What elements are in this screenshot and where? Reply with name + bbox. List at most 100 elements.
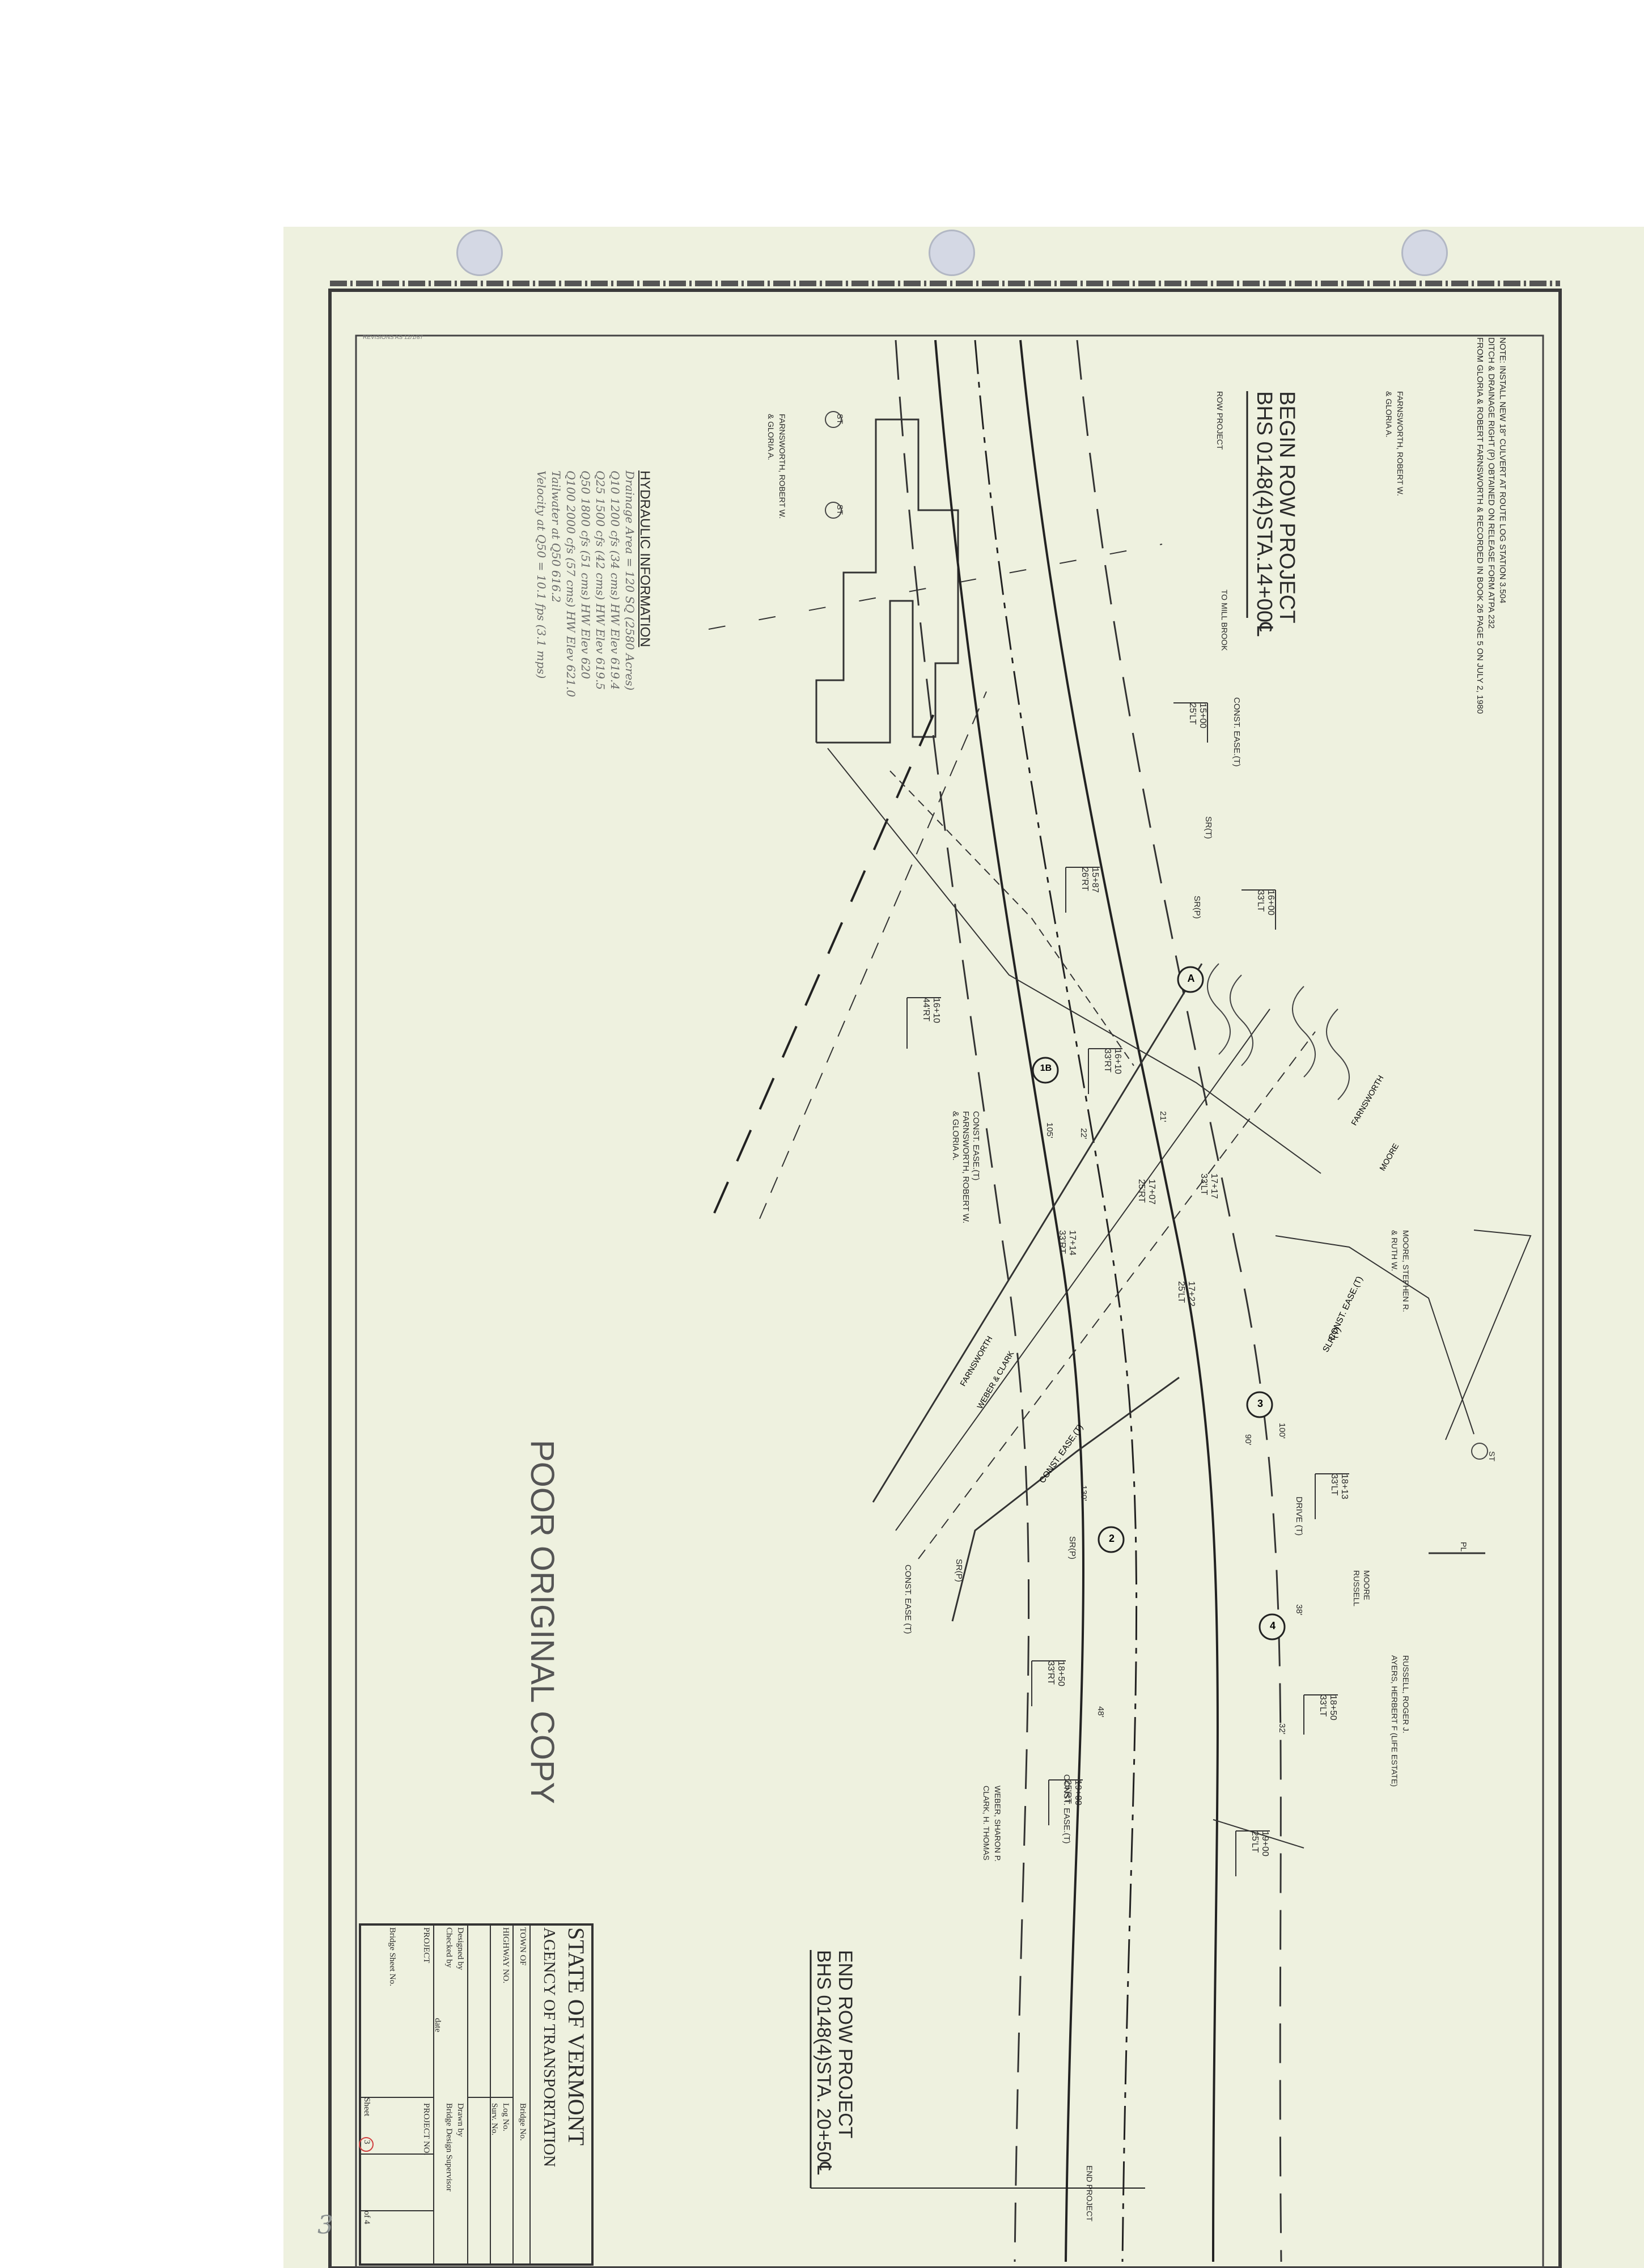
label-drive-t: DRIVE (T) (1294, 1497, 1304, 1536)
title-checked-by: Checked by (444, 1927, 454, 1968)
note-block: NOTE: INSTALL NEW 18" CULVERT AT ROUTE L… (1474, 337, 1508, 714)
circle-marker-2 (1098, 1526, 1125, 1553)
note-line-2: DITCH & DRAINAGE RIGHT (P) OBTAINED ON R… (1486, 337, 1496, 629)
begin-row-title: BEGIN ROW PROJECT (1275, 391, 1299, 624)
water-line (708, 544, 1163, 630)
label-const-ease-4: CONST. EASE (T) (903, 1565, 913, 1634)
title-town-of: TOWN OF (518, 1927, 527, 1966)
row-line-left (895, 340, 1030, 2262)
title-survey-no: Surv. No. (490, 2103, 499, 2135)
road-edge-right (1019, 340, 1219, 2262)
dim-48: 48' (1096, 1706, 1105, 1718)
label-const-ease-2: CONST. EASE.(T) (971, 1111, 981, 1181)
begin-row-project: BEGIN ROW PROJECT BHS 0148(4)STA.14+00℄ (1252, 391, 1299, 637)
label-st-3: ST (836, 505, 845, 515)
top-left-small-note: REVISIONS AS 12/1/87 (363, 334, 423, 341)
circle-label-2: 2 (1108, 1533, 1115, 1544)
title-highway-no: HIGHWAY NO. (501, 1927, 510, 1983)
circle-label-3: 3 (1257, 1398, 1263, 1409)
ease-line-3 (951, 1376, 1180, 1622)
outer-border (328, 289, 1562, 2268)
red-circle-mark (359, 2137, 374, 2152)
row-line-right (1076, 340, 1282, 2262)
circle-label-a: A (1187, 973, 1195, 984)
title-bridge-design-supervisor: Bridge Design Supervisor (444, 2103, 454, 2191)
punch-hole-middle (929, 230, 975, 276)
dim-38: 38' (1294, 1604, 1304, 1616)
tree-symbols (825, 411, 1488, 1460)
punch-hole-left (456, 230, 503, 276)
title-date: date (433, 2018, 442, 2032)
end-row-title: END ROW PROJECT (834, 1950, 856, 2139)
moore-russell-label: MOORE RUSSELL (1352, 1570, 1371, 1606)
label-sr-p-3: SR(P) (1067, 1536, 1077, 1559)
note-line-1: NOTE: INSTALL NEW 18" CULVERT AT ROUTE L… (1498, 337, 1507, 604)
label-row-project: ROW PROJECT (1215, 391, 1224, 450)
road-centerline (974, 340, 1138, 2262)
title-block-frame (359, 1923, 594, 2266)
label-sr-p-1: SR(P) (1192, 896, 1202, 919)
owner-moore: MOORE, STEPHEN R. & RUTH W. (1390, 1230, 1410, 1312)
bottom-left-mark: 3 (317, 2211, 333, 2240)
hydraulic-title: HYDRAULIC INFORMATION (637, 470, 652, 647)
moore-line (1445, 1230, 1532, 1440)
owner-farnsworth-left: FARNSWORTH, ROBERT W. & GLORIA A. (766, 414, 787, 519)
label-sr-p-2: SR(P) (954, 1559, 964, 1582)
building-outline (815, 418, 959, 744)
circle-marker-a (1177, 966, 1204, 993)
label-const-ease-1: CONST. EASE.(T) (1232, 697, 1242, 767)
punch-hole-right (1401, 230, 1448, 276)
dim-90: 90' (1243, 1434, 1253, 1445)
title-designed-by: Designed by (456, 1927, 465, 1970)
end-row-project: END ROW PROJECT BHS 0148(4)STA. 20+50℄ (813, 1950, 856, 2174)
drawing-sheet (283, 227, 1644, 2268)
label-to-mill-brook: TO MILL BROOK (1220, 590, 1229, 651)
label-st-2: ST (836, 414, 845, 424)
dim-105: 105' (1045, 1122, 1054, 1138)
diag-dash-1 (713, 697, 942, 1214)
end-row-station: BHS 0148(4)STA. 20+50℄ (813, 1950, 834, 2175)
diag-line-5 (918, 1031, 1316, 1559)
circle-marker-4 (1259, 1613, 1286, 1640)
diag-line-3 (872, 963, 1203, 1503)
poor-original-copy-stamp: POOR ORIGINAL COPY (524, 1440, 561, 1804)
label-pl: PL (1459, 1542, 1468, 1552)
title-bridge-no: Bridge No. (518, 2103, 527, 2141)
owner-weber: WEBER, SHARON P. CLARK, H. THOMAS (982, 1786, 1002, 1862)
label-end-project: END PROJECT (1085, 2165, 1094, 2222)
leader-19 (1213, 1819, 1304, 1849)
ease-line-2 (889, 770, 1134, 1066)
diag-line-4 (895, 1008, 1270, 1531)
diag-dash-2 (759, 691, 987, 1219)
title-agency: AGENCY OF TRANSPORTATION (540, 1927, 558, 2167)
circle-marker-3 (1246, 1391, 1273, 1418)
note-line-3: FROM GLORIA & ROBERT FARNSWORTH & RECORD… (1475, 337, 1485, 714)
label-st-1: ST (1488, 1451, 1497, 1461)
hydraulic-info: HYDRAULIC INFORMATION Drainage Area = 12… (535, 470, 652, 697)
begin-row-station: BHS 0148(4)STA.14+00℄ (1252, 391, 1276, 637)
dim-100: 100' (1277, 1423, 1287, 1439)
title-log-no: Log No. (501, 2103, 510, 2131)
title-of-value: of 4 (362, 2211, 371, 2224)
title-project: PROJECT (422, 1927, 431, 1964)
dim-22: 22' (1079, 1128, 1088, 1139)
title-project-no: PROJECT NO. (422, 2103, 431, 2156)
moore-boundary (1275, 1235, 1474, 1435)
road-edge-left (934, 340, 1084, 2262)
ease-line-1 (827, 748, 1321, 1174)
title-sheet-value: 3 (362, 2140, 371, 2144)
title-state: STATE OF VERMONT (563, 1927, 589, 2146)
